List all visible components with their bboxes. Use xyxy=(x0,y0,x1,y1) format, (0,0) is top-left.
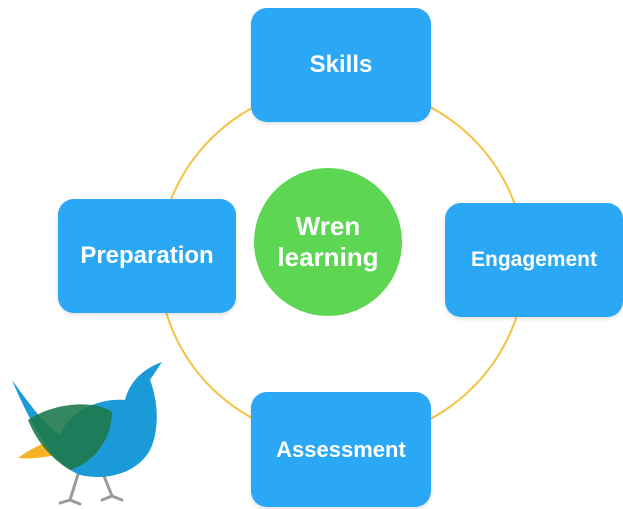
bird-eye xyxy=(125,378,131,384)
center-label-line2: learning xyxy=(277,242,379,272)
wren-bird-icon xyxy=(12,362,162,506)
skills-node: Skills xyxy=(251,8,431,122)
bird-wing xyxy=(28,404,112,470)
center-label-line1: Wren xyxy=(295,211,361,241)
center-hub: Wren learning xyxy=(254,168,402,316)
assessment-node: Assessment xyxy=(251,392,431,507)
engagement-node: Engagement xyxy=(445,203,623,317)
preparation-node: Preparation xyxy=(58,199,236,313)
